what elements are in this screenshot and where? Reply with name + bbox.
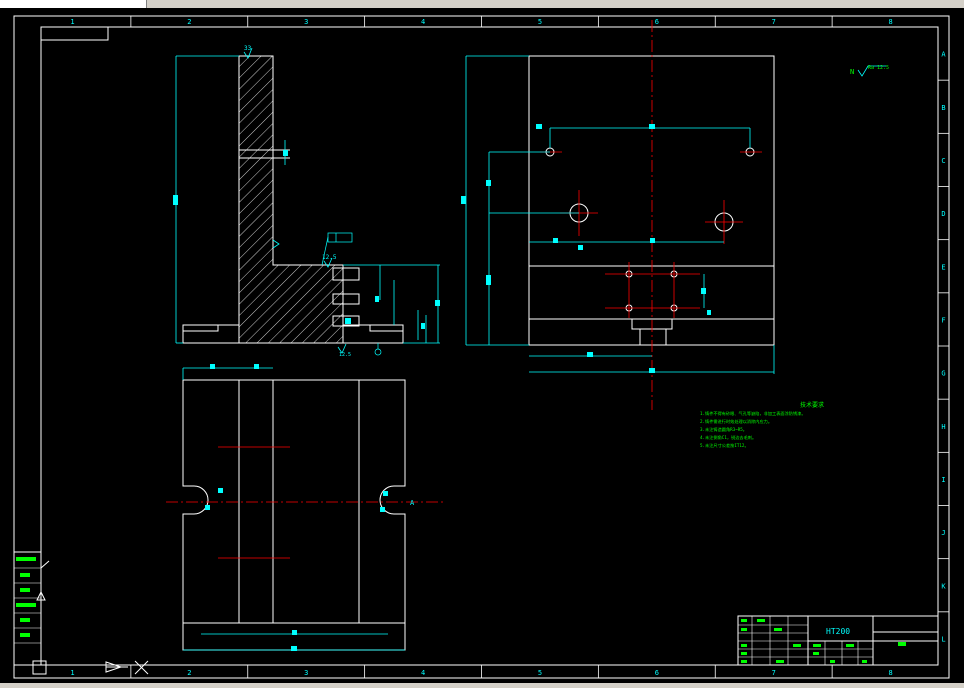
column-label: 3 bbox=[304, 18, 308, 26]
document-tab-bar bbox=[0, 0, 964, 8]
row-label: C bbox=[941, 157, 945, 165]
column-label: 5 bbox=[538, 669, 542, 677]
column-label: 4 bbox=[421, 669, 425, 677]
base-right bbox=[342, 324, 404, 344]
row-label: I bbox=[941, 476, 945, 484]
outer-border bbox=[13, 15, 950, 679]
cross-icon bbox=[134, 660, 149, 675]
column-label: 7 bbox=[772, 669, 776, 677]
row-label: L bbox=[941, 635, 945, 643]
column-label: 4 bbox=[421, 18, 425, 26]
row-label: F bbox=[941, 316, 945, 324]
svg-text:33: 33 bbox=[244, 45, 252, 52]
column-label: 2 bbox=[187, 18, 191, 26]
section-view: 33 12.5 12.5 bbox=[173, 45, 440, 358]
document-tab[interactable] bbox=[0, 0, 147, 8]
corner-box bbox=[41, 27, 109, 41]
column-label: 8 bbox=[888, 669, 892, 677]
note-line: 5.未注尺寸公差按IT12。 bbox=[700, 442, 749, 449]
column-label: 7 bbox=[772, 18, 776, 26]
row-label: K bbox=[941, 582, 946, 590]
base-left bbox=[182, 324, 240, 344]
row-label: G bbox=[941, 370, 945, 378]
column-labels-bottom: 1 2 3 4 5 6 7 8 bbox=[70, 665, 893, 678]
note-line: 1.铸件不得有砂眼、气孔等缺陷，非加工表面涂防锈漆。 bbox=[700, 410, 806, 417]
ucs-icon bbox=[32, 560, 50, 675]
section-mark: A bbox=[410, 499, 415, 507]
left-revision-block bbox=[13, 551, 42, 666]
row-label: D bbox=[941, 210, 945, 218]
svg-text:12.5: 12.5 bbox=[322, 254, 337, 261]
column-label: 5 bbox=[538, 18, 542, 26]
technical-notes: 技术要求 1.铸件不得有砂眼、气孔等缺陷，非加工表面涂防锈漆。 2.铸件需进行时… bbox=[700, 401, 824, 449]
note-line: 3.未注铸造圆角R3~R5。 bbox=[700, 426, 747, 433]
row-label: B bbox=[941, 104, 945, 112]
note-line: 2.铸件需进行时效处理以消除内应力。 bbox=[700, 418, 772, 425]
column-label: 2 bbox=[187, 669, 191, 677]
column-label: 3 bbox=[304, 669, 308, 677]
column-label: 8 bbox=[888, 18, 892, 26]
front-view bbox=[461, 20, 775, 410]
svg-text:12.5: 12.5 bbox=[339, 352, 351, 358]
column-label: 1 bbox=[70, 669, 74, 677]
plan-view: A bbox=[166, 364, 445, 651]
note-line: 4.未注倒角C1，锐边去毛刺。 bbox=[700, 434, 756, 441]
title-block: HT200 bbox=[737, 615, 939, 666]
inner-border bbox=[40, 26, 939, 666]
status-bar bbox=[0, 683, 964, 688]
row-labels-right: A B C D E F G H I J K L bbox=[938, 51, 949, 643]
drawing-canvas[interactable]: 1 2 3 4 5 6 7 8 1 2 3 4 5 6 7 8 A B C D E F G H I J K L bbox=[0, 8, 964, 683]
column-labels-top: 1 2 3 4 5 6 7 8 bbox=[70, 16, 893, 27]
row-label: E bbox=[941, 263, 945, 271]
roughness-value: Ra 12.5 bbox=[868, 65, 889, 71]
row-label: H bbox=[941, 423, 945, 431]
column-label: 1 bbox=[70, 18, 74, 26]
notes-heading: 技术要求 bbox=[800, 401, 824, 409]
section-hatch bbox=[238, 55, 344, 344]
column-label: 6 bbox=[655, 669, 659, 677]
roughness-note: N Ra 12.5 bbox=[850, 65, 889, 77]
row-label: A bbox=[941, 51, 946, 59]
svg-text:N: N bbox=[850, 68, 854, 76]
material-label: HT200 bbox=[826, 627, 850, 636]
column-label: 6 bbox=[655, 18, 659, 26]
row-label: J bbox=[941, 529, 945, 537]
